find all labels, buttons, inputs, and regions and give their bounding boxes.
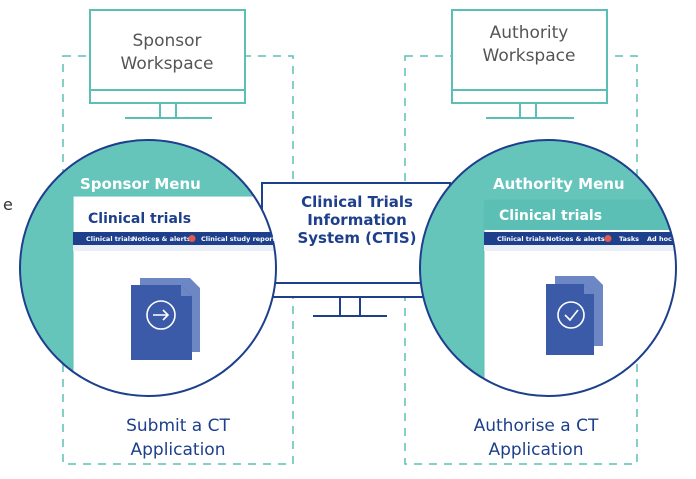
authority-caption-line1: Authorise a CT: [474, 416, 599, 436]
authority-notices-badge: [604, 235, 612, 242]
ctis-title-line2: Information: [307, 211, 407, 229]
sponsor-circle: [19, 139, 277, 397]
authority-nav-ad-hoc[interactable]: Ad hoc asse: [647, 235, 691, 243]
sponsor-menu-title: Sponsor Menu: [80, 175, 201, 193]
authority-panel-title: Clinical trials: [499, 208, 602, 224]
authority-nav-clinical-trials[interactable]: Clinical trials: [497, 235, 545, 243]
authority-caption-line2: Application: [489, 440, 584, 460]
sponsor-monitor-icon: [89, 9, 246, 119]
sponsor-nav-clinical-trials[interactable]: Clinical trials: [86, 235, 134, 243]
authority-monitor-icon: [451, 9, 608, 119]
sponsor-monitor-title-line1: Sponsor: [132, 31, 201, 51]
sponsor-notices-badge: [188, 235, 196, 242]
ctis-title-line1: Clinical Trials: [301, 193, 413, 211]
authority-monitor-title-line2: Workspace: [483, 46, 576, 66]
sponsor-nav-csr[interactable]: Clinical study reports: [201, 235, 280, 243]
authority-monitor-title-line1: Authority: [490, 23, 569, 43]
sponsor-panel-title: Clinical trials: [88, 211, 191, 227]
sponsor-monitor-title-line2: Workspace: [121, 54, 214, 74]
arrow-document-icon: [131, 278, 200, 360]
edge-letter: e: [3, 195, 13, 214]
authority-nav-tasks[interactable]: Tasks: [619, 235, 639, 243]
ctis-title-line3: System (CTIS): [297, 229, 416, 247]
check-document-icon: [546, 276, 603, 355]
sponsor-caption-line1: Submit a CT: [126, 416, 230, 436]
authority-nav-notices[interactable]: Notices & alerts: [546, 235, 605, 243]
authority-menu-title: Authority Menu: [493, 175, 625, 193]
sponsor-caption-line2: Application: [131, 440, 226, 460]
sponsor-nav-notices[interactable]: Notices & alerts: [132, 235, 191, 243]
